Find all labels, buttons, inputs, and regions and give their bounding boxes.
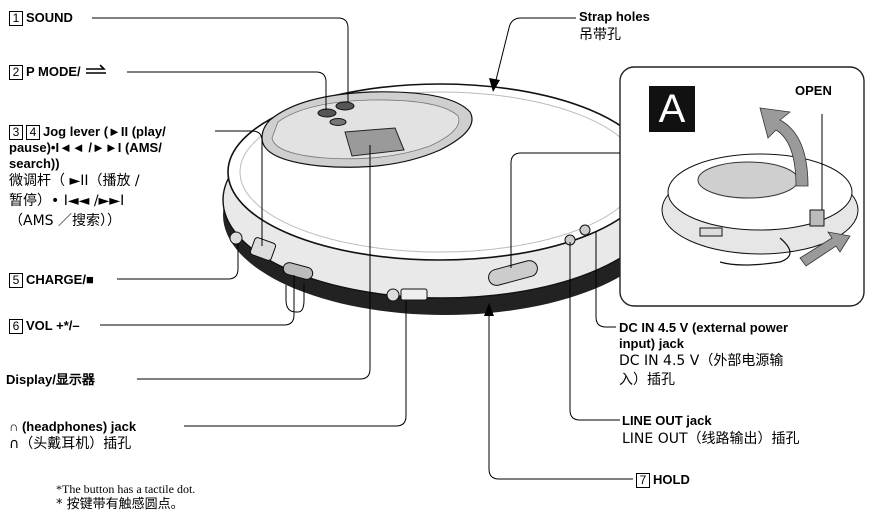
label-open: OPEN	[795, 83, 832, 98]
cd-player-body	[222, 83, 667, 315]
label-jog-lever-line3: search))	[9, 156, 60, 171]
footnote-cn: * 按键带有触感圆点。	[56, 497, 184, 512]
label-dc-in-cn2: 入）插孔	[619, 372, 675, 388]
callout-number: 2	[9, 65, 23, 80]
label-line-out: LINE OUT jack	[622, 413, 712, 428]
callout-number: 1	[9, 11, 23, 26]
callout-number: 5	[9, 273, 23, 288]
repeat-icon	[86, 64, 107, 74]
label-dc-in: DC IN 4.5 V (external power	[619, 320, 789, 335]
inset-badge: A	[658, 87, 686, 131]
label-headphones-cn: ∩（头戴耳机）插孔	[9, 436, 132, 452]
label-jog-lever-cn1: 微调杆（ ►II（播放 /	[9, 173, 140, 189]
headphones-icon: ∩	[9, 419, 19, 434]
footnote-en: *The button has a tactile dot.	[56, 482, 196, 496]
arrow-heads	[484, 78, 500, 316]
label-jog-lever-cn2: 暂停）• I◄◄ /►►I	[9, 193, 125, 209]
headphones-icon: ∩	[9, 436, 20, 452]
label-line-out-cn: LINE OUT（线路输出）插孔	[622, 431, 800, 447]
label-jog-lever-line2: pause)•I◄◄ /►►I (AMS/	[9, 140, 162, 155]
inset-open-view	[619, 66, 865, 307]
label-dc-in-cn1: DC IN 4.5 V（外部电源输	[619, 353, 784, 369]
label-strap-holes-cn: 吊带孔	[579, 27, 621, 43]
label-headphones: ∩ (headphones) jack	[9, 419, 137, 434]
callout-number: 6	[9, 319, 23, 334]
callout-number: 4	[26, 125, 40, 140]
label-jog-lever-cn3: （AMS ／搜索））	[9, 213, 121, 229]
label-display: Display/显示器	[6, 372, 95, 387]
leader-lines	[92, 17, 633, 480]
callout-number: 3	[9, 125, 23, 140]
label-strap-holes: Strap holes	[579, 9, 650, 24]
callout-number: 7	[636, 473, 650, 488]
label-dc-in-line2: input) jack	[619, 336, 685, 351]
